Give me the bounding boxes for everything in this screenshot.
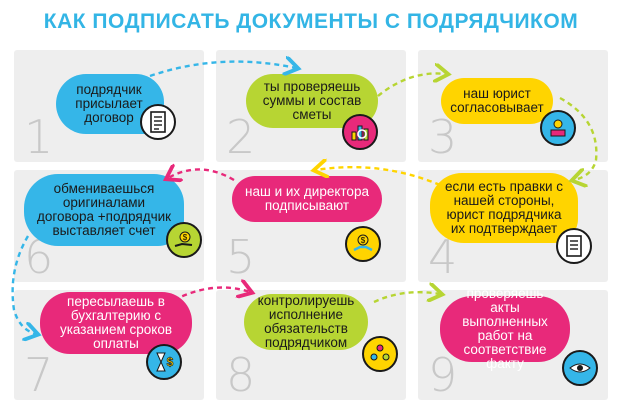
step-bubble-6: обмениваешься оригиналами договора +подр…	[24, 174, 184, 246]
svg-text:$: $	[167, 355, 174, 369]
step-number-3: 3	[428, 110, 458, 164]
eye-magnifier-icon	[562, 350, 598, 386]
step-number-8: 8	[226, 348, 256, 402]
lawyer-laptop-icon	[540, 110, 576, 146]
svg-text:$: $	[361, 236, 366, 245]
step-bubble-5: наш и их директора подписывают	[232, 176, 382, 222]
svg-text:$: $	[183, 233, 188, 242]
step-bubble-9: проверяешь акты выполненных работ на соо…	[440, 287, 570, 371]
step-bubble-4: если есть правки с нашей стороны, юрист …	[430, 173, 578, 243]
step-number-2: 2	[226, 110, 256, 164]
hourglass-dollar-icon: $	[146, 344, 182, 380]
step-bubble-3: наш юрист согласовывает	[441, 78, 553, 124]
hand-coin-icon: $	[166, 222, 202, 258]
page-title: КАК ПОДПИСАТЬ ДОКУМЕНТЫ С ПОДРЯДЧИКОМ	[43, 10, 579, 33]
document-icon	[556, 228, 592, 264]
step-bubble-2: ты проверяешь суммы и состав сметы	[246, 74, 378, 128]
document-icon	[140, 104, 176, 140]
step-number-7: 7	[24, 348, 54, 402]
team-icon	[362, 336, 398, 372]
step-bubble-1: подрядчик присылает договор	[56, 74, 164, 134]
step-number-5: 5	[226, 230, 256, 284]
step-number-4: 4	[428, 230, 458, 284]
step-number-1: 1	[24, 110, 54, 164]
step-bubble-8: контролируешь исполнение обязательств по…	[244, 294, 368, 350]
handshake-money-icon: $	[345, 226, 381, 262]
chart-magnifier-icon	[342, 114, 378, 150]
step-bubble-7: пересылаешь в бухгалтерию с указанием ср…	[40, 292, 192, 354]
